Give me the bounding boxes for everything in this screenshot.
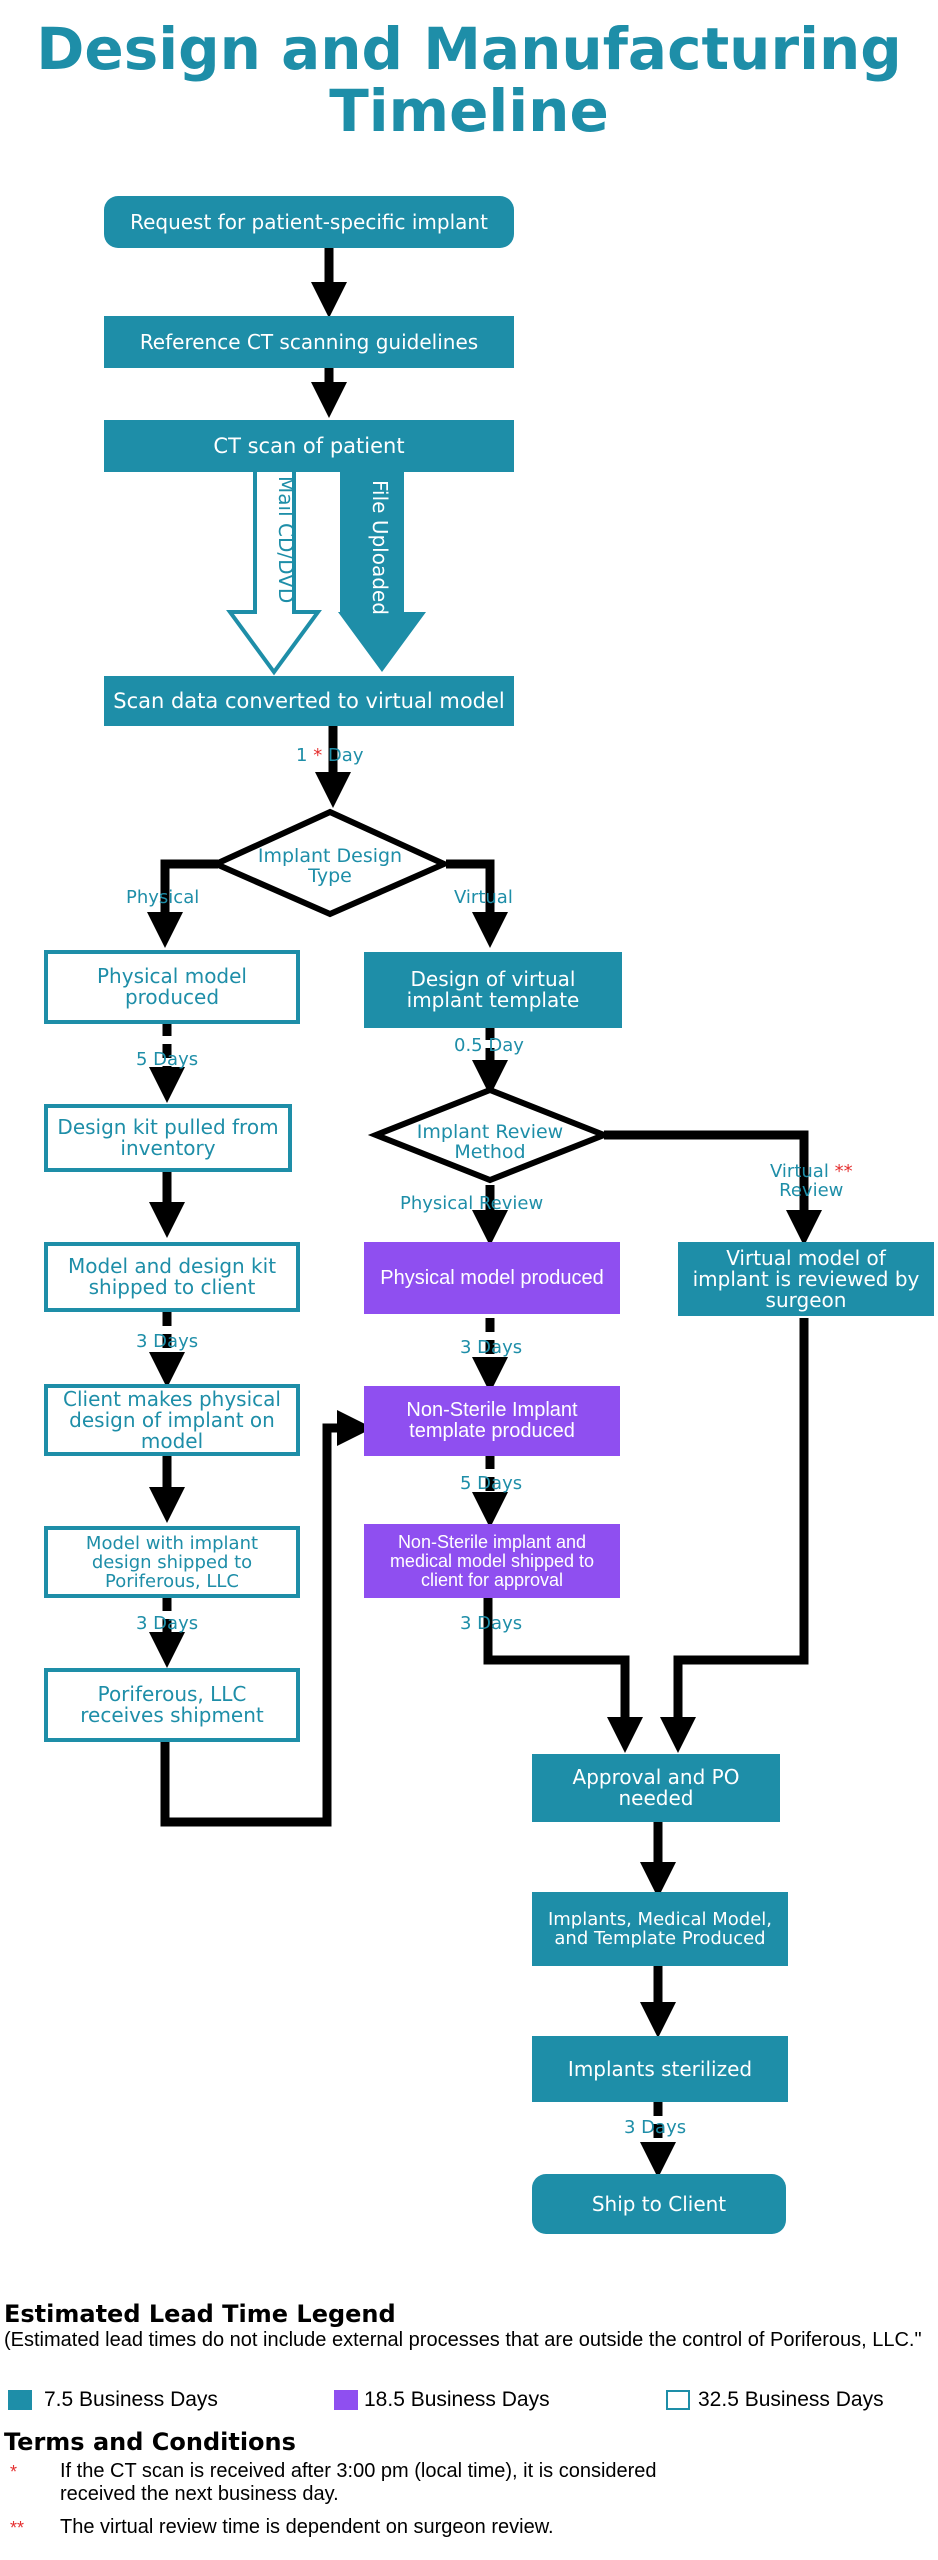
label-half-day: 0.5 Day [454, 1035, 524, 1056]
label-three-days-left-2: 3 Days [136, 1613, 199, 1634]
node-non-sterile-shipped: Non-Sterile implant and medical model sh… [364, 1524, 620, 1598]
decision-implant-design-type: Implant Design Type [257, 845, 403, 887]
arrow-left-to-nonsterile [160, 1410, 373, 1827]
node-model-kit-shipped: Model and design kit shipped to client [44, 1242, 300, 1312]
terms-title: Terms and Conditions [4, 2428, 296, 2456]
arrow-right-to-approval [660, 1318, 809, 1753]
legend-swatch-teal [8, 2390, 32, 2410]
footnote-mark-single: * [313, 745, 323, 766]
node-virtual-model-reviewed: Virtual model of implant is reviewed by … [678, 1242, 934, 1316]
label-three-days-mid-1: 3 Days [460, 1337, 523, 1358]
term-text-2: The virtual review time is dependent on … [60, 2516, 554, 2538]
legend-title: Estimated Lead Time Legend [4, 2300, 396, 2328]
virtual-review-word: Virtual [770, 1161, 829, 1182]
label-five-days-left: 5 Days [136, 1049, 199, 1070]
node-ship-to-client: Ship to Client [532, 2174, 786, 2234]
virtual-review-word-2: Review [779, 1180, 844, 1201]
arrow-mid-to-approval [483, 1597, 643, 1753]
label-virtual: Virtual [454, 887, 513, 908]
page-title: Design and Manufacturing Timeline [36, 15, 902, 145]
label-one-day: 1 * Day [296, 746, 363, 765]
legend-label-purple: 18.5 Business Days [364, 2388, 550, 2411]
term-mark-2: ** [10, 2518, 25, 2538]
node-reference-guidelines: Reference CT scanning guidelines [104, 316, 514, 368]
node-implants-sterilized: Implants sterilized [532, 2036, 788, 2102]
node-client-makes-design: Client makes physical design of implant … [44, 1384, 300, 1456]
label-file-uploaded: File Uploaded [368, 480, 392, 615]
label-physical: Physical [126, 887, 200, 908]
legend-swatch-purple [334, 2390, 358, 2410]
file-uploaded-arrow [338, 470, 426, 672]
legend-note: (Estimated lead times do not include ext… [4, 2329, 922, 2351]
node-physical-model-produced-purple: Physical model produced [364, 1242, 620, 1314]
label-physical-review: Physical Review [400, 1193, 544, 1214]
node-scan-converted: Scan data converted to virtual model [104, 676, 514, 726]
label-three-days-mid-2: 3 Days [460, 1613, 523, 1634]
one-day-unit: Day [327, 745, 364, 766]
term-text-1: If the CT scan is received after 3:00 pm… [60, 2460, 657, 2505]
legend-swatch-outline [666, 2390, 690, 2410]
node-design-virtual-template: Design of virtual implant template [364, 952, 622, 1028]
node-poriferous-receives: Poriferous, LLC receives shipment [44, 1668, 300, 1742]
legend-label-outline: 32.5 Business Days [698, 2388, 884, 2411]
mail-cd-arrow [226, 468, 322, 676]
footnote-mark-double: ** [834, 1161, 853, 1182]
label-virtual-review: Virtual ** Review [770, 1162, 853, 1200]
node-physical-model-produced: Physical model produced [44, 950, 300, 1024]
arrow-virtual-branch [446, 859, 508, 948]
arrow-physical-branch [147, 859, 218, 948]
implant-review-method-diamond [367, 1086, 613, 1184]
legend-label-teal: 7.5 Business Days [44, 2388, 218, 2411]
node-model-with-design-shipped: Model with implant design shipped to Por… [44, 1526, 300, 1598]
node-implants-produced: Implants, Medical Model, and Template Pr… [532, 1892, 788, 1966]
arrow-virtual-review [604, 1130, 822, 1246]
label-five-days-mid: 5 Days [460, 1473, 523, 1494]
one-day-value: 1 [296, 745, 308, 766]
term-mark-1: * [10, 2462, 18, 2482]
node-request: Request for patient-specific implant [104, 196, 514, 248]
node-approval-po: Approval and PO needed [532, 1754, 780, 1822]
node-design-kit: Design kit pulled from inventory [44, 1104, 292, 1172]
label-mail-cd: Mail CD/DVD [274, 476, 298, 604]
node-ct-scan: CT scan of patient [104, 420, 514, 472]
connector-layer [147, 246, 822, 2178]
label-three-days-left-1: 3 Days [136, 1331, 199, 1352]
decision-implant-review-method: Implant Review Method [416, 1121, 564, 1163]
label-three-days-bottom: 3 Days [624, 2117, 687, 2138]
node-non-sterile-template: Non-Sterile Implant template produced [364, 1386, 620, 1456]
implant-design-type-diamond [208, 808, 452, 918]
